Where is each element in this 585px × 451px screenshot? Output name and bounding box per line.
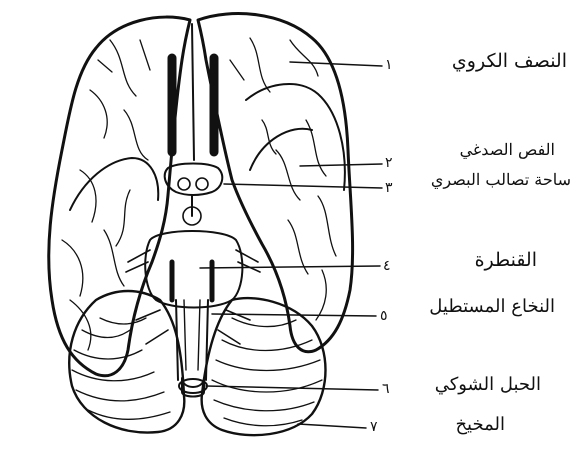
label-number-2: ٢ [385,155,393,171]
cerebellum-right [202,298,326,435]
label-temporal-lobe: الفص الصدغي [460,140,555,159]
optic-chiasm [165,164,223,196]
leader-3 [224,184,382,188]
leader-1 [290,62,382,66]
label-number-7: ٧ [370,419,378,435]
label-number-5: ٥ [380,308,388,324]
label-pons: القنطرة [475,249,537,271]
label-spinal-cord: الحبل الشوكي [435,374,541,395]
label-cerebellum: المخيخ [455,414,505,435]
label-number-3: ٣ [385,180,393,196]
label-optic-chiasm-area: ساحة تصالب البصري [431,170,571,189]
medulla [176,300,208,380]
label-cerebral-hemisphere: النصف الكروي [452,50,567,72]
leader-2 [300,164,382,166]
label-number-1: ١ [385,57,393,73]
label-number-6: ٦ [382,381,390,397]
label-number-4: ٤ [383,258,391,274]
leader-5 [212,314,376,316]
leader-7 [298,424,366,428]
label-medulla-oblongata: النخاع المستطيل [429,296,555,317]
cerebellum-left [69,291,184,433]
